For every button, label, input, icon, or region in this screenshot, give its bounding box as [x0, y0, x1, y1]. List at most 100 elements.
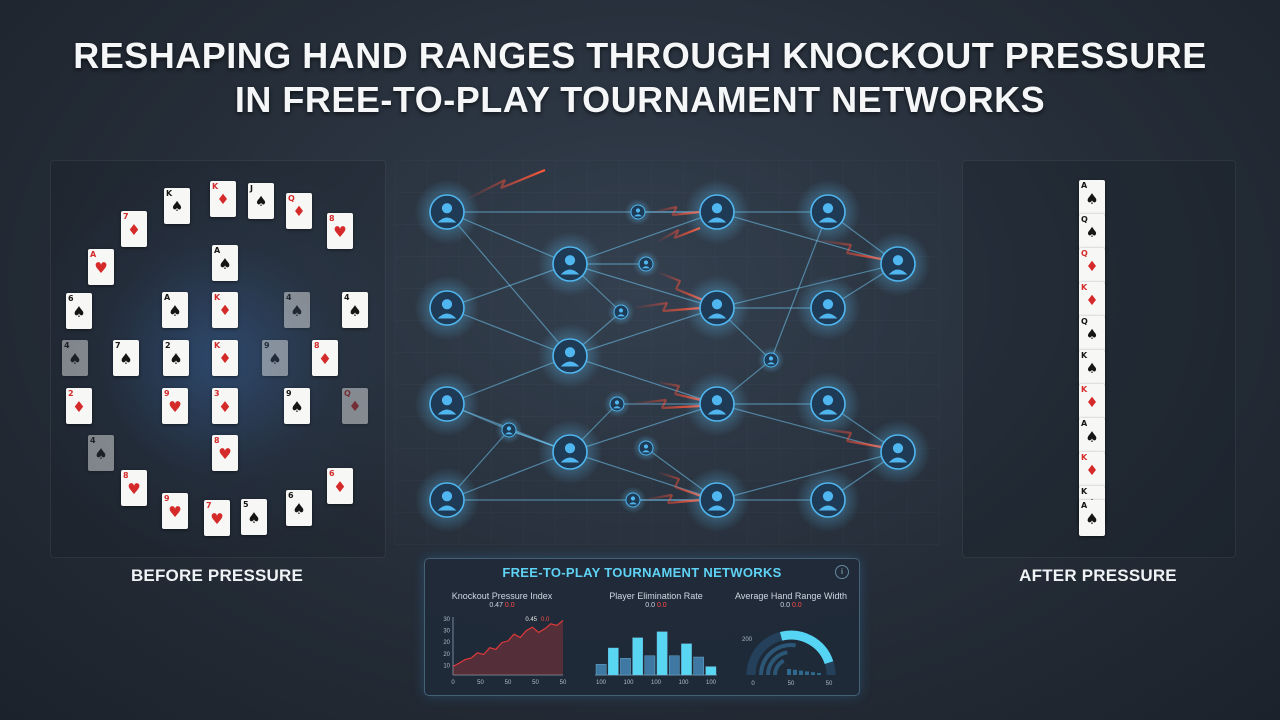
chart-title: Average Hand Range Width — [735, 591, 847, 601]
knockout-bolt-icon — [642, 493, 702, 505]
tick-label: 0 — [751, 681, 755, 687]
chart-title: Knockout Pressure Index — [451, 591, 553, 601]
card-suit: ♠ — [68, 350, 82, 368]
tick-label: 200 — [742, 637, 753, 643]
user-body-icon — [818, 409, 838, 415]
tick-label: 0.45 — [525, 617, 537, 623]
card-suit: ♠ — [170, 199, 184, 215]
title-line-1: RESHAPING HAND RANGES THROUGH KNOCKOUT P… — [73, 35, 1207, 76]
tick-label: 50 — [532, 680, 539, 686]
before-card: 2♠ — [163, 340, 189, 376]
user-head-icon — [768, 356, 774, 361]
bar — [632, 637, 643, 676]
player-node — [537, 231, 603, 297]
user-head-icon — [635, 208, 641, 213]
user-body-icon — [634, 214, 642, 217]
user-head-icon — [711, 203, 723, 214]
line-area — [453, 620, 563, 675]
card-suit: ♥ — [210, 510, 224, 528]
card-rank: A — [1081, 419, 1088, 428]
minor-player-node — [632, 250, 660, 278]
after-card: K♦ — [1079, 452, 1105, 488]
before-card: K♦ — [210, 181, 236, 217]
knockout-bolt-icon — [656, 226, 701, 243]
gauge-step — [793, 669, 797, 675]
card-suit: ♠ — [169, 350, 183, 368]
card-rank: 8 — [214, 436, 220, 445]
card-rank: A — [1081, 501, 1088, 510]
tick-label: 20 — [443, 652, 450, 658]
user-body-icon — [437, 505, 457, 511]
tick-label: 100 — [623, 680, 634, 686]
card-rank: 8 — [314, 341, 320, 350]
player-node — [414, 275, 480, 341]
user-head-icon — [441, 299, 453, 310]
card-suit: ♠ — [119, 350, 133, 368]
user-body-icon — [642, 450, 650, 453]
card-suit: ♠ — [168, 302, 182, 320]
card-rank: 2 — [165, 341, 171, 350]
card-suit: ♠ — [348, 302, 362, 320]
before-card: Q♦ — [286, 193, 312, 229]
before-card: A♠ — [212, 245, 238, 281]
card-rank: K — [1081, 453, 1088, 462]
card-rank: 6 — [68, 294, 74, 303]
player-node — [684, 371, 750, 437]
user-head-icon — [614, 400, 620, 405]
after-card: A♠ — [1079, 418, 1105, 454]
before-card: 4♠ — [342, 292, 368, 328]
card-suit: ♠ — [292, 500, 306, 518]
card-rank: 4 — [90, 436, 96, 445]
card-suit: ♦ — [218, 398, 232, 416]
card-suit: ♦ — [218, 351, 232, 367]
dashboard-title: FREE-TO-PLAY TOURNAMENT NETWORKS — [502, 565, 782, 580]
bar — [681, 643, 692, 676]
user-body-icon — [888, 457, 908, 463]
card-suit: ♠ — [1085, 361, 1099, 377]
card-rank: 9 — [264, 341, 270, 350]
card-rank: K — [166, 189, 173, 198]
bar — [620, 658, 631, 676]
card-rank: A — [164, 293, 171, 302]
chart-sub-a: 0.0 — [645, 602, 656, 609]
card-suit: ♦ — [333, 478, 347, 496]
gauge-step — [799, 670, 803, 675]
after-card: K♦ — [1079, 282, 1105, 318]
minor-player-node — [632, 434, 660, 462]
user-body-icon — [437, 409, 457, 415]
gauge-step — [805, 671, 809, 675]
gauge-inner-ring — [759, 643, 797, 676]
tick-label: 20 — [443, 640, 450, 646]
gauge-step — [787, 669, 791, 675]
tick-label: 50 — [560, 680, 567, 686]
before-card: 2♦ — [66, 388, 92, 424]
player-node — [414, 467, 480, 533]
after-card: Q♦ — [1079, 248, 1105, 284]
card-suit: ♠ — [268, 350, 282, 368]
card-suit: ♦ — [1085, 259, 1099, 275]
player-node — [537, 419, 603, 485]
bar — [644, 655, 656, 676]
card-suit: ♥ — [218, 445, 232, 463]
before-card: J♠ — [248, 183, 274, 219]
player-node — [795, 467, 861, 533]
info-icon[interactable]: i — [835, 565, 849, 579]
user-body-icon — [707, 217, 727, 223]
card-suit: ♠ — [1085, 327, 1099, 343]
card-suit: ♥ — [127, 480, 141, 498]
card-rank: 2 — [68, 389, 74, 398]
card-rank: Q — [1081, 317, 1088, 326]
card-suit: ♦ — [1085, 395, 1099, 411]
before-card: 9♥ — [162, 493, 188, 529]
user-head-icon — [441, 203, 453, 214]
card-suit: ♦ — [216, 192, 230, 208]
after-card: A♠ — [1079, 500, 1105, 536]
user-head-icon — [643, 444, 649, 449]
card-suit: ♠ — [1085, 190, 1099, 208]
card-rank: 6 — [288, 491, 294, 500]
card-suit: ♠ — [94, 445, 108, 463]
